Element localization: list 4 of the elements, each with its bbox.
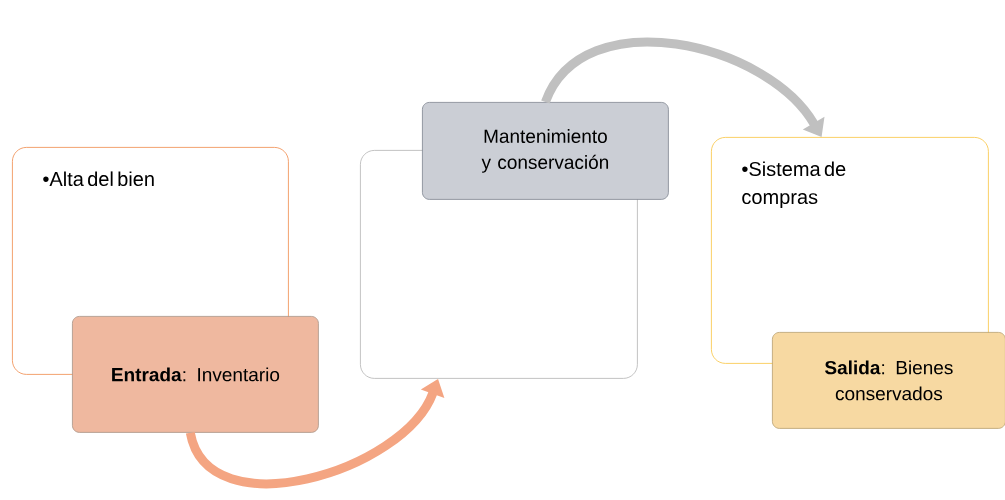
label-box: Mantenimiento y conservación (422, 102, 669, 200)
label-box: Salida: Bienes conservados (772, 332, 1005, 429)
curved-arrow (541, 37, 825, 137)
label-box: Entrada: Inventario (72, 316, 319, 433)
